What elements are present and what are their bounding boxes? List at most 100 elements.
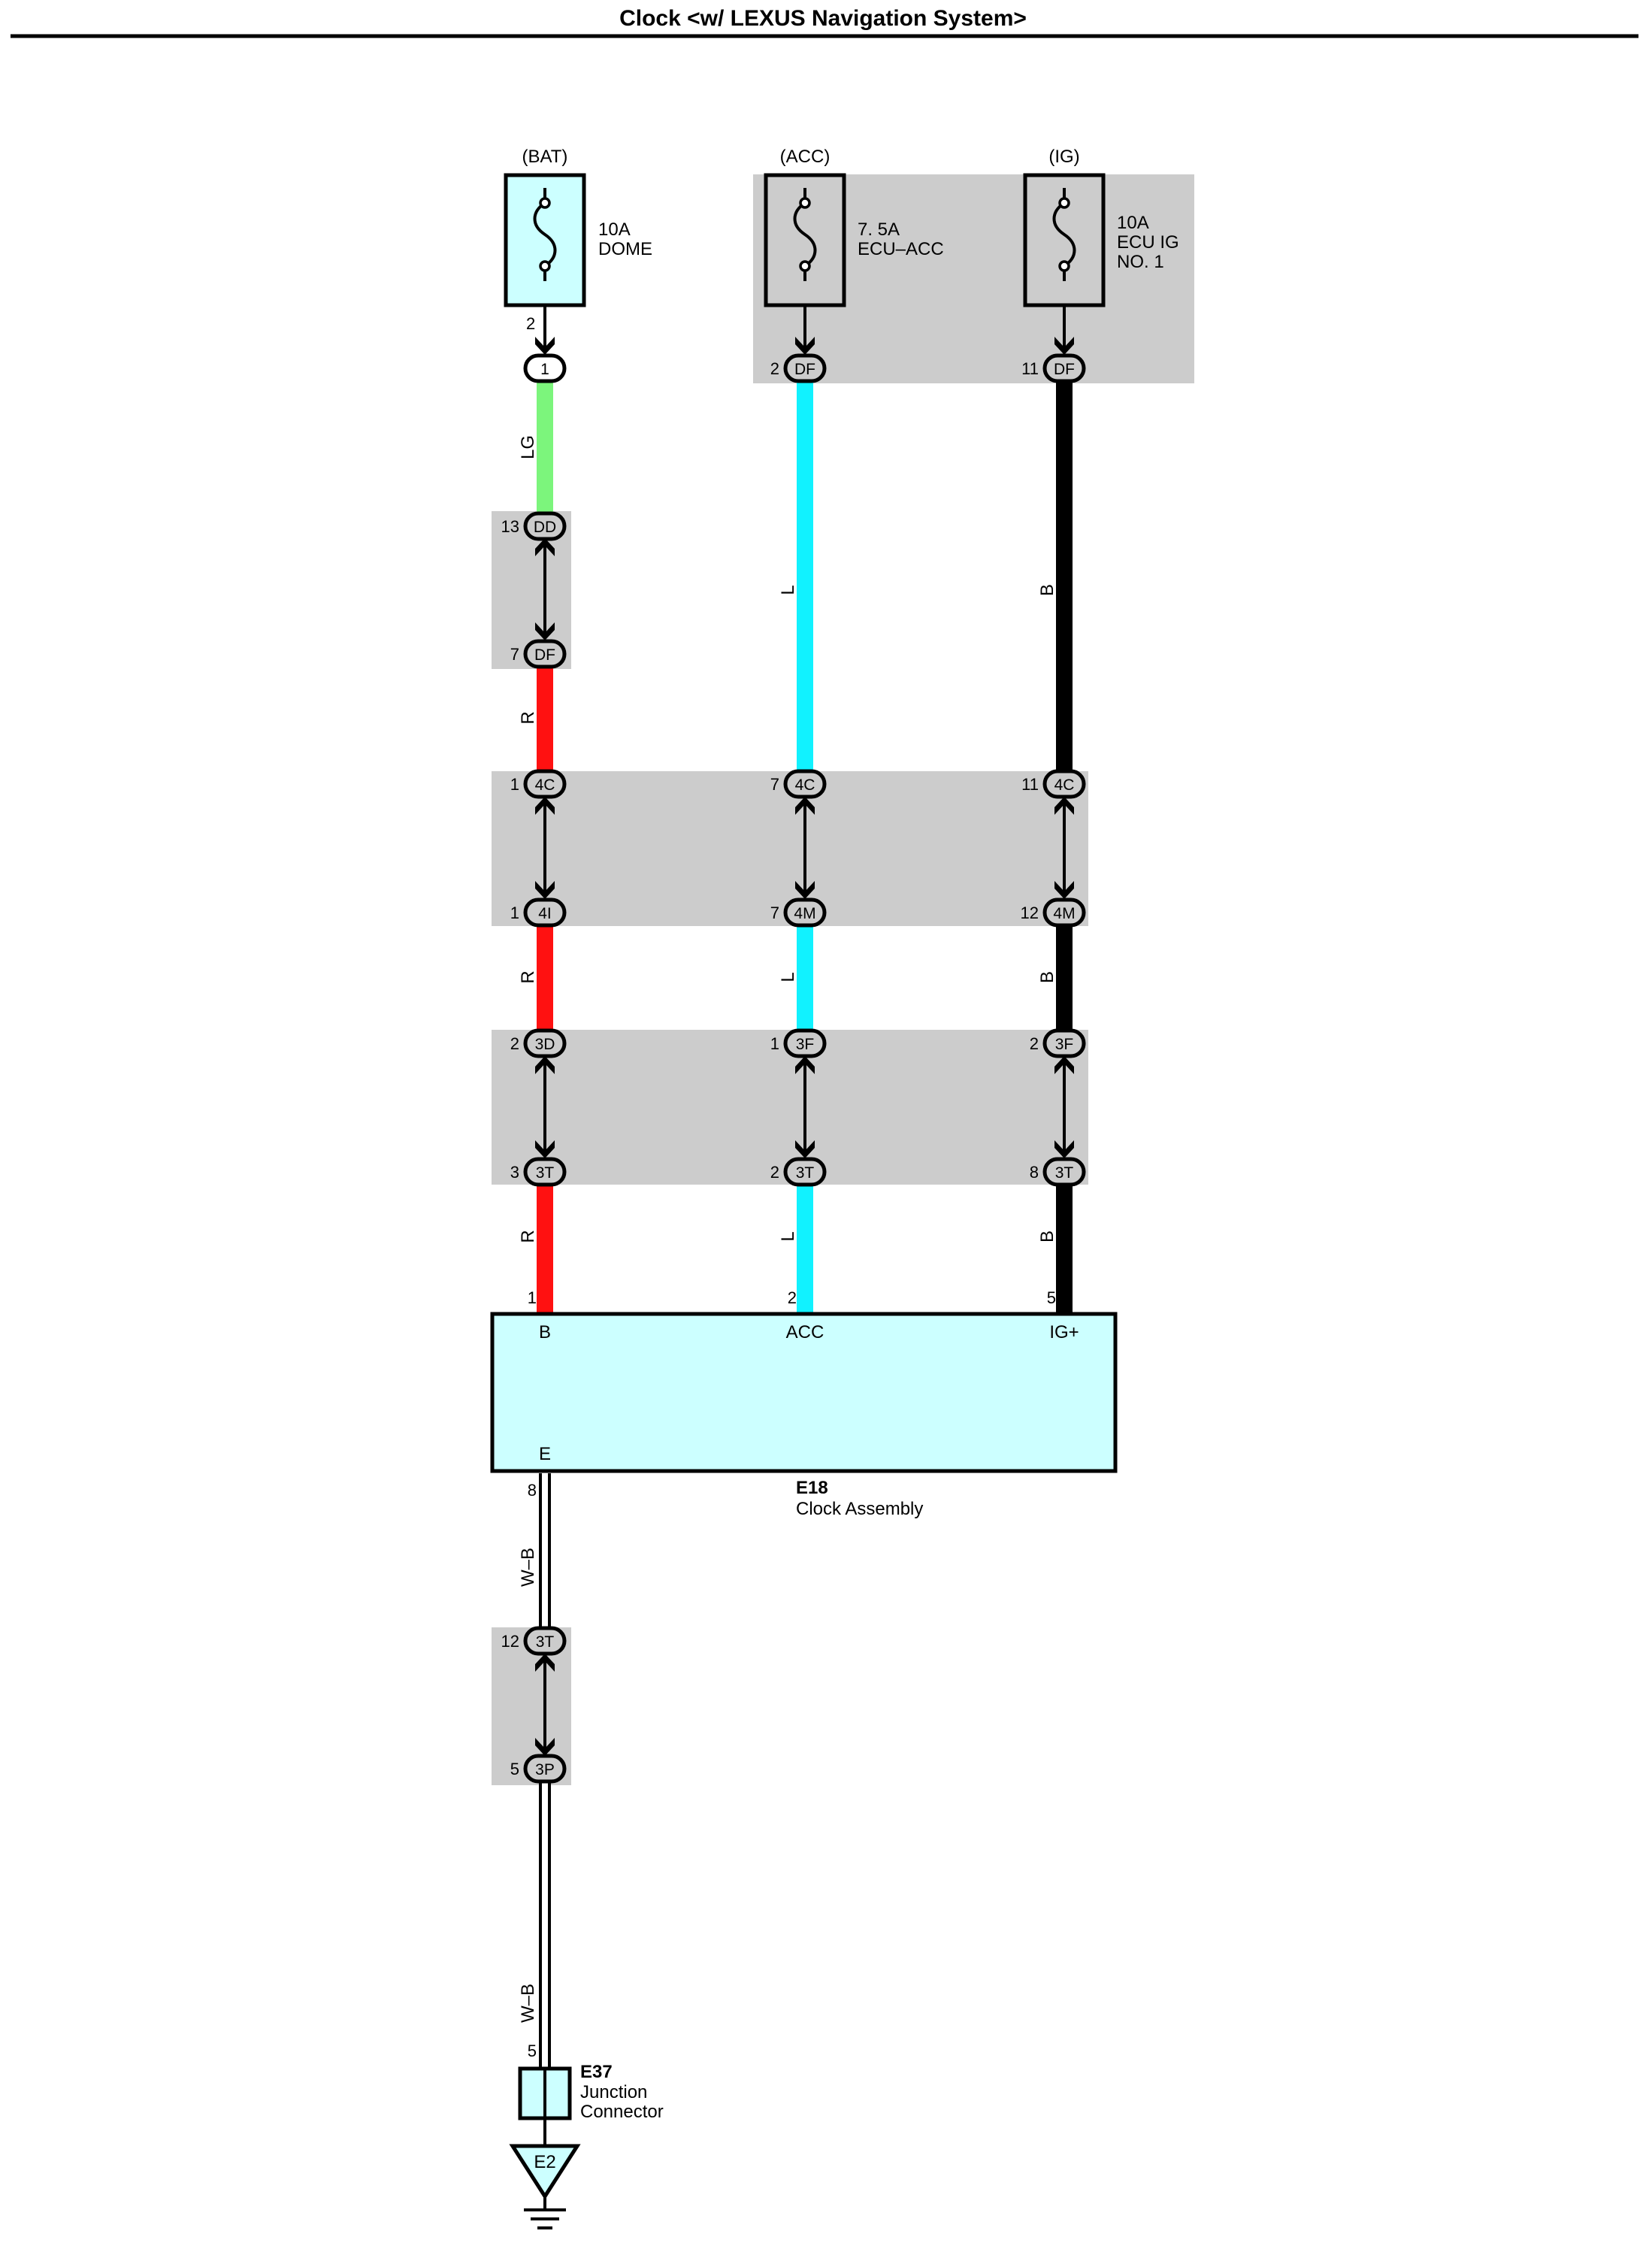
junction-name: Junction [580, 2082, 647, 2102]
ground-id: E2 [534, 2152, 555, 2172]
connector-bat-4i: 4I 1 [510, 897, 567, 928]
svg-text:1: 1 [540, 361, 549, 378]
connector-acc-3f: 3F 1 [770, 1028, 827, 1058]
wire-label-ig-b-1: B [1037, 584, 1057, 596]
wire-label-bat-r-3: R [518, 1230, 538, 1243]
connector-acc-df: DF 2 [770, 353, 827, 383]
fuse-amp-bat: 10A [598, 219, 631, 240]
connector-bat-4c: 4C 1 [510, 769, 567, 799]
svg-text:11: 11 [1021, 359, 1039, 378]
connector-ig-4m: 4M 12 [1021, 897, 1086, 928]
pin-num-ig: 5 [1047, 1288, 1056, 1307]
junction-pin: 5 [528, 2042, 537, 2060]
wire-label-bat-r-1: R [518, 711, 538, 724]
wire-label-acc-l-2: L [778, 972, 798, 982]
wire-label-gnd-wb-2: W–B [518, 1984, 538, 2023]
wire-label-ig-b-3: B [1037, 1230, 1057, 1243]
svg-text:4M: 4M [794, 905, 815, 922]
svg-text:5: 5 [510, 1760, 519, 1778]
svg-text:DD: DD [534, 519, 556, 536]
connector-bat-dd: DD 13 [501, 511, 567, 541]
fuse-acc: (ACC) 7. 5A ECU–ACC [764, 147, 944, 307]
svg-text:8: 8 [1030, 1163, 1039, 1182]
svg-text:12: 12 [1021, 904, 1039, 922]
pin-num-b: 1 [528, 1288, 537, 1307]
svg-text:1: 1 [510, 775, 519, 794]
fuse-name-ig: ECU IG [1117, 232, 1179, 253]
wire-label-acc-l-1: L [778, 585, 798, 595]
svg-text:7: 7 [510, 645, 519, 664]
fuse-name2-ig: NO. 1 [1117, 252, 1164, 272]
page-title: Clock <w/ LEXUS Navigation System> [619, 6, 1027, 31]
clock-id: E18 [796, 1478, 828, 1498]
connector-ig-4c: 4C 11 [1021, 769, 1086, 799]
pin-name-acc: ACC [786, 1322, 824, 1342]
svg-text:3D: 3D [535, 1036, 555, 1053]
connector-gnd-3t: 3T 12 [501, 1626, 567, 1656]
connector-acc-4c: 4C 7 [770, 769, 827, 799]
pin-name-ig: IG+ [1049, 1322, 1079, 1342]
svg-text:7: 7 [770, 904, 779, 922]
fuse-amp-ig: 10A [1117, 213, 1149, 233]
fuse-name-bat: DOME [598, 239, 652, 259]
connector-acc-4m: 4M 7 [770, 897, 827, 928]
svg-text:DF: DF [534, 646, 555, 664]
wire-label-bat-r-2: R [518, 970, 538, 983]
clock-assembly: 1 B 2 ACC 5 IG+ E 8 E18 Clock Assembly [490, 1288, 1118, 1519]
svg-text:7: 7 [770, 775, 779, 794]
clock-name: Clock Assembly [796, 1499, 923, 1519]
svg-text:DF: DF [1054, 361, 1075, 378]
connector-bat-3t: 3T 3 [510, 1157, 567, 1187]
pin-name-e: E [539, 1444, 551, 1464]
svg-text:4M: 4M [1053, 905, 1075, 922]
svg-text:4C: 4C [1054, 776, 1075, 794]
fuse-ig: (IG) 10A ECU IG NO. 1 [1023, 147, 1179, 307]
fuse-name-acc: ECU–ACC [858, 239, 944, 259]
source-label-acc: (ACC) [780, 147, 831, 167]
junction-name2: Connector [580, 2102, 664, 2122]
svg-text:2: 2 [770, 1163, 779, 1182]
svg-text:4C: 4C [795, 776, 815, 794]
wire-label-acc-l-3: L [778, 1231, 798, 1241]
connector-bat-1: 1 [523, 353, 567, 383]
wire-label-bat-lg: LG [518, 435, 538, 459]
svg-text:3F: 3F [1055, 1036, 1074, 1053]
svg-text:3T: 3T [536, 1164, 555, 1182]
svg-text:3T: 3T [1055, 1164, 1074, 1182]
svg-text:4C: 4C [535, 776, 555, 794]
pin-num-acc: 2 [788, 1288, 797, 1307]
fuse-bat: (BAT) 10A DOME 2 [504, 147, 652, 333]
svg-text:3T: 3T [796, 1164, 815, 1182]
connector-ig-3t: 3T 8 [1030, 1157, 1086, 1187]
connector-bat-3d: 3D 2 [510, 1028, 567, 1058]
connector-bat-df: DF 7 [510, 639, 567, 669]
connector-gnd-3p: 3P 5 [510, 1754, 567, 1784]
svg-text:2: 2 [1030, 1034, 1039, 1053]
junction-id: E37 [580, 2062, 613, 2082]
svg-text:DF: DF [794, 361, 815, 378]
wire-label-gnd-wb-1: W–B [518, 1548, 538, 1587]
svg-text:4I: 4I [538, 905, 552, 922]
pin-name-b: B [539, 1322, 551, 1342]
connector-acc-3t: 3T 2 [770, 1157, 827, 1187]
connector-ig-3f: 3F 2 [1030, 1028, 1086, 1058]
svg-text:3F: 3F [796, 1036, 815, 1053]
source-label-ig: (IG) [1048, 147, 1079, 167]
svg-text:1: 1 [510, 904, 519, 922]
svg-text:13: 13 [501, 517, 519, 536]
svg-text:3: 3 [510, 1163, 519, 1182]
svg-text:1: 1 [770, 1034, 779, 1053]
junction-bg-3d-3t [492, 1030, 1088, 1185]
ground-point: E2 [509, 2118, 581, 2229]
svg-text:12: 12 [501, 1632, 519, 1651]
source-label-bat: (BAT) [522, 147, 568, 167]
svg-text:3T: 3T [536, 1633, 555, 1651]
svg-text:11: 11 [1021, 775, 1039, 794]
connector-ig-df: DF 11 [1021, 353, 1086, 383]
pin-num-e: 8 [528, 1481, 537, 1500]
fuse-pin-bat: 2 [526, 314, 535, 333]
junction-bg-4c-4m [492, 771, 1088, 926]
wire-label-ig-b-2: B [1037, 971, 1057, 983]
svg-text:2: 2 [770, 359, 779, 378]
